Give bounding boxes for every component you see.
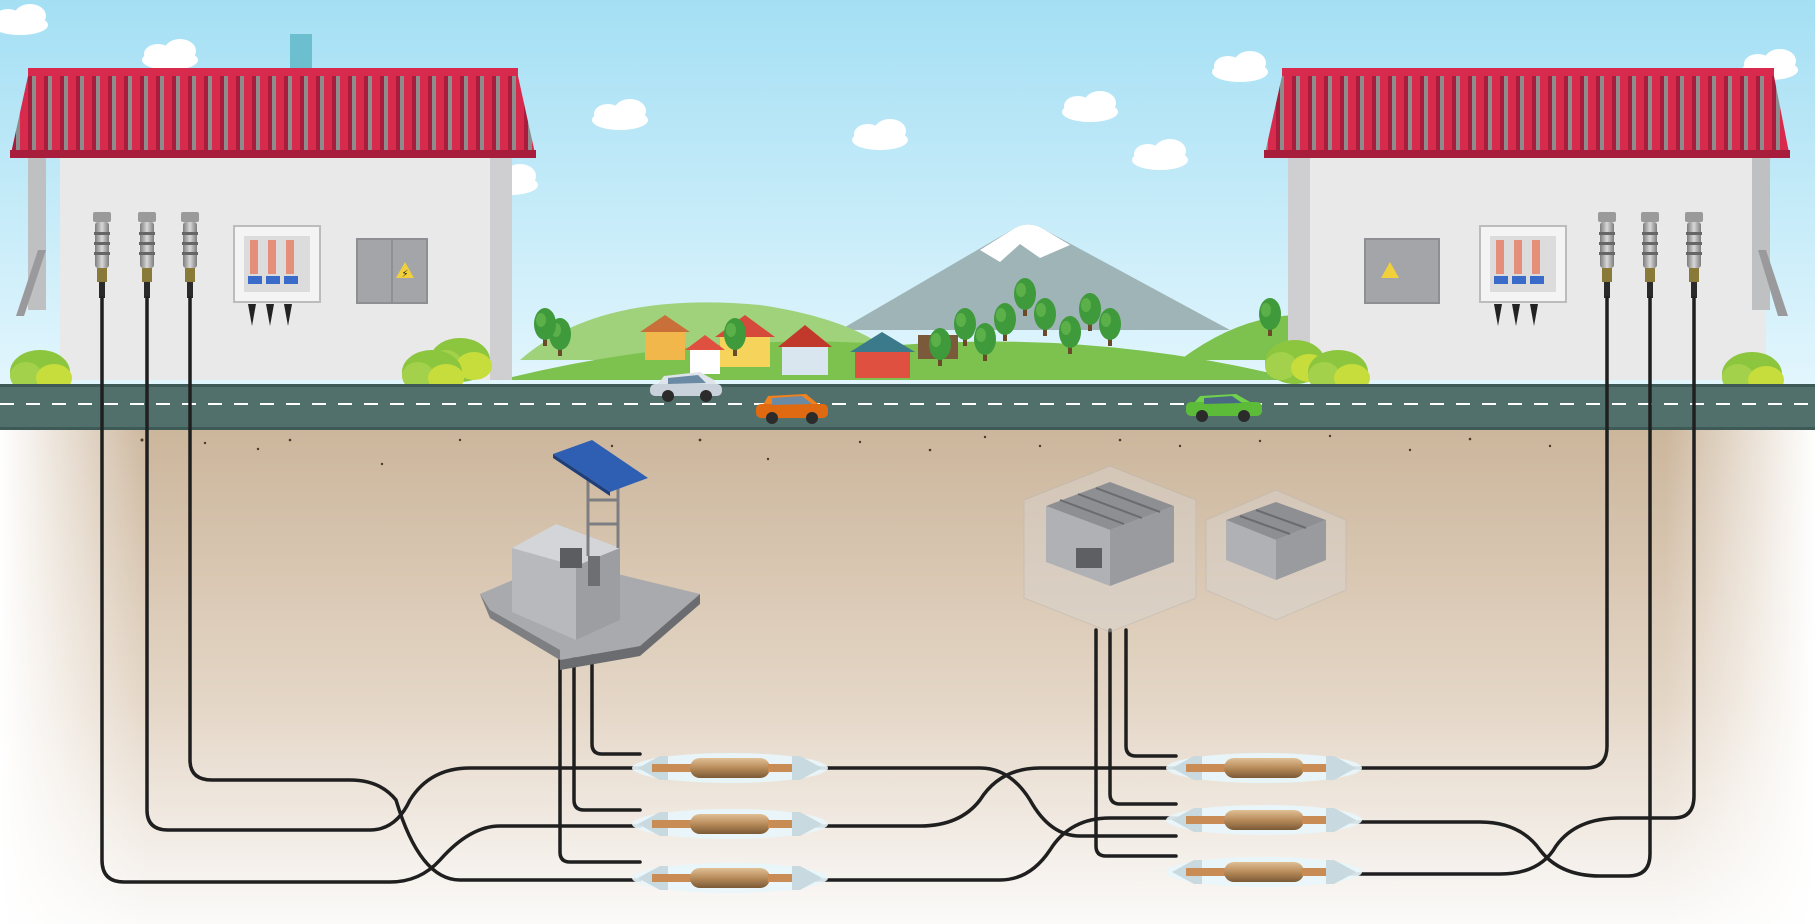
cable-left-inner	[188, 296, 642, 882]
car-orange	[756, 394, 828, 424]
cable-left-middle	[145, 296, 642, 832]
building-right-roof-ridge	[1282, 68, 1774, 76]
cable-right-inner	[1348, 296, 1609, 770]
splice-right-3	[1166, 857, 1362, 887]
landscape	[500, 224, 1340, 380]
cable-cabinet-2	[572, 648, 642, 812]
splice-left-2	[632, 809, 828, 839]
cable-transformer-1	[1094, 628, 1178, 858]
cable-left-outer	[100, 296, 642, 884]
splice-right-2	[1166, 805, 1362, 835]
splice-right-1	[1166, 753, 1362, 783]
cable-right-outer	[1348, 296, 1696, 876]
cabinet-frame	[512, 524, 620, 640]
building-left-electrical-cabinet: ⚡	[356, 238, 428, 304]
village-houses	[640, 315, 958, 378]
splice-left-1	[632, 753, 828, 783]
transformer-vault-large	[1023, 465, 1197, 633]
building-left-switchgear	[233, 225, 321, 326]
building-right-switchgear	[1479, 225, 1567, 326]
mountain-snow	[980, 224, 1070, 262]
building-left: ⚡	[10, 68, 536, 394]
cable-right-middle	[1348, 296, 1652, 878]
cable-transformer-2	[1108, 628, 1178, 806]
solar-panel	[553, 440, 648, 492]
cable-mid-1	[808, 766, 1178, 838]
building-right-electrical-cabinet	[1364, 238, 1440, 304]
cable-mid-2	[808, 766, 1178, 828]
warning-sign-symbol: ⚡	[401, 269, 408, 280]
building-left-roof	[10, 76, 536, 158]
car-silver	[650, 372, 722, 402]
warning-sign-icon	[396, 262, 414, 278]
distant-tower	[290, 34, 312, 74]
cable-transformer-3	[1124, 628, 1178, 758]
underground-cables	[100, 296, 1696, 884]
building-right	[1264, 68, 1790, 396]
transformer-vault-small	[1205, 489, 1347, 621]
cable-cabinet-3	[590, 648, 642, 756]
warning-sign-icon-right	[1381, 262, 1399, 278]
car-green	[1186, 394, 1262, 422]
mountain	[840, 224, 1230, 330]
road	[0, 384, 1815, 430]
building-left-roof-ridge	[28, 68, 518, 76]
soil	[0, 430, 1815, 924]
building-right-roof	[1264, 76, 1790, 158]
building-right-drainpipe	[1752, 150, 1770, 310]
cable-cabinet-1	[558, 648, 642, 864]
solar-powered-cabinet	[480, 440, 700, 670]
splice-left-3	[632, 863, 828, 893]
